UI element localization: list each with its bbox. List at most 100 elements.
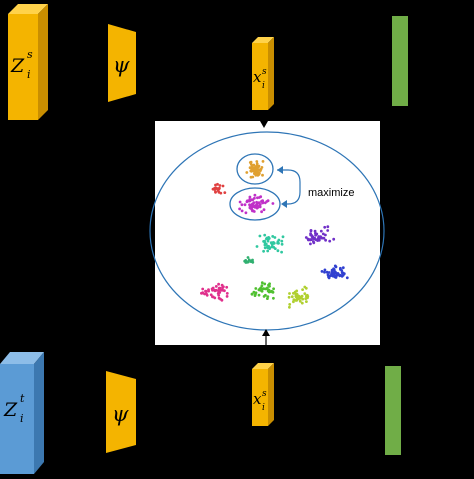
scatter-point bbox=[280, 250, 283, 254]
source-embedding-sub: i bbox=[262, 81, 265, 91]
scatter-point bbox=[266, 295, 270, 298]
scatter-point bbox=[281, 235, 285, 239]
source-embedding-box-top bbox=[252, 37, 274, 43]
scatter-point bbox=[298, 299, 302, 303]
source-feature-sub: i bbox=[27, 68, 31, 81]
scatter-point bbox=[201, 291, 205, 295]
scatter-point bbox=[255, 160, 259, 163]
scatter-point bbox=[327, 276, 331, 280]
scatter-point bbox=[297, 297, 301, 300]
scatter-point bbox=[267, 290, 271, 294]
scatter-point bbox=[249, 163, 253, 166]
scatter-point bbox=[225, 285, 229, 289]
target-embedding-box-top bbox=[252, 363, 274, 369]
scatter-point bbox=[256, 205, 260, 209]
scatter-point bbox=[266, 249, 270, 253]
scatter-point bbox=[238, 207, 242, 211]
target-embedding-sup: s bbox=[262, 389, 267, 399]
scatter-point bbox=[261, 173, 264, 177]
scatter-point bbox=[248, 166, 252, 170]
scatter-point bbox=[259, 169, 262, 173]
source-projector-shape bbox=[108, 24, 136, 102]
scatter-point bbox=[263, 201, 267, 205]
scatter-point bbox=[321, 232, 325, 236]
scatter-point bbox=[304, 236, 308, 239]
scatter-point bbox=[323, 225, 327, 229]
scatter-point bbox=[305, 300, 308, 303]
source-green-bar bbox=[392, 16, 408, 106]
scatter-point bbox=[246, 256, 250, 259]
scatter-point bbox=[312, 240, 315, 244]
scatter-point bbox=[310, 234, 314, 237]
scatter-point bbox=[268, 282, 271, 286]
scatter-point bbox=[256, 171, 260, 175]
scatter-point bbox=[249, 205, 253, 209]
target-embedding-sub: i bbox=[262, 403, 265, 413]
scatter-point bbox=[334, 270, 337, 274]
scatter-point bbox=[255, 203, 259, 207]
scatter-point bbox=[218, 286, 222, 290]
scatter-point bbox=[240, 203, 244, 207]
source-feature-box-front bbox=[8, 14, 38, 120]
scatter-point bbox=[258, 234, 262, 238]
scatter-point bbox=[219, 191, 223, 195]
scatter-point bbox=[248, 195, 252, 199]
scatter-point bbox=[250, 169, 253, 173]
scatter-point bbox=[334, 274, 338, 278]
scatter-point bbox=[255, 200, 258, 204]
scatter-point bbox=[240, 209, 244, 213]
scatter-point bbox=[267, 236, 270, 239]
scatter-point bbox=[252, 290, 256, 294]
scatter-point bbox=[201, 287, 205, 291]
target-embedding-label: x bbox=[253, 390, 262, 408]
scatter-point bbox=[264, 287, 267, 291]
scatter-point bbox=[262, 240, 265, 243]
scatter-point bbox=[260, 199, 264, 203]
target-feature-box-side bbox=[34, 352, 44, 474]
scatter-point bbox=[288, 305, 291, 309]
scatter-point bbox=[320, 236, 324, 240]
maximize-arrowhead-bottom bbox=[281, 200, 287, 208]
scatter-point bbox=[255, 162, 259, 166]
target-feature-box-front bbox=[0, 364, 34, 474]
scatter-point bbox=[262, 208, 266, 212]
scatter-point bbox=[244, 260, 248, 264]
scatter-point bbox=[277, 241, 280, 245]
scatter-point bbox=[292, 291, 295, 295]
scatter-point bbox=[238, 200, 242, 204]
scatter-point bbox=[345, 276, 349, 280]
scatter-point bbox=[253, 294, 257, 297]
scatter-point bbox=[272, 241, 275, 244]
arrow-top-to-panel bbox=[260, 112, 268, 128]
scatter-point bbox=[214, 190, 217, 194]
scatter-point bbox=[292, 298, 296, 302]
scatter-point bbox=[205, 292, 208, 296]
scatter-point bbox=[244, 211, 248, 215]
scatter-point bbox=[260, 210, 263, 214]
scatter-point bbox=[333, 264, 337, 268]
scatter-point bbox=[257, 293, 261, 297]
panel-background bbox=[155, 121, 380, 345]
scatter-point bbox=[255, 164, 258, 168]
scatter-point bbox=[217, 282, 221, 286]
scatter-point bbox=[243, 203, 247, 207]
source-feature-label: Z bbox=[10, 55, 25, 77]
scatter-point bbox=[258, 205, 262, 209]
center-panel: maximize bbox=[149, 121, 385, 345]
source-feature-sup: s bbox=[27, 48, 33, 61]
scatter-point bbox=[320, 270, 324, 273]
scatter-point bbox=[290, 295, 294, 299]
scatter-point bbox=[280, 242, 284, 246]
scatter-point bbox=[260, 166, 264, 169]
scatter-point bbox=[221, 184, 225, 188]
embedding-space-circle bbox=[149, 131, 385, 331]
target-embedding-box: x s i bbox=[252, 363, 274, 426]
scatter-point bbox=[303, 285, 307, 289]
scatter-point bbox=[251, 260, 255, 264]
target-embedding-box-front bbox=[252, 369, 268, 426]
scatter-point bbox=[251, 175, 255, 179]
scatter-point bbox=[340, 274, 344, 278]
source-embedding-box: x s i bbox=[252, 37, 274, 110]
target-feature-sup: t bbox=[20, 392, 25, 405]
